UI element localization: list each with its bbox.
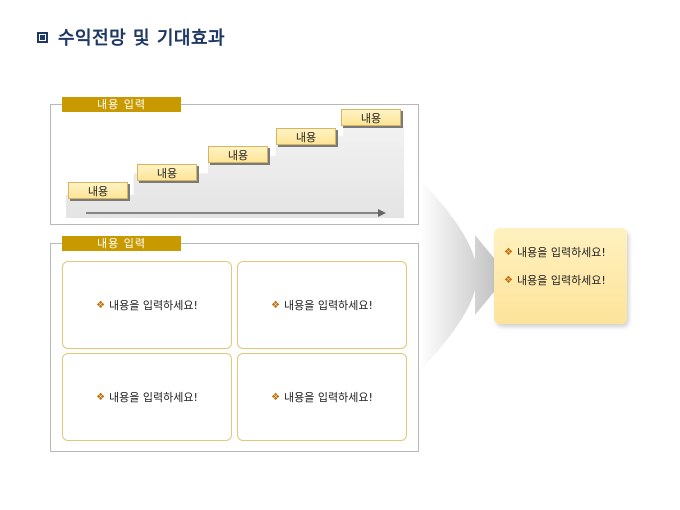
diamond-bullet-icon: ❖	[504, 274, 513, 286]
card-text: 내용을 입력하세요!	[109, 391, 198, 404]
step-5: 내용	[341, 109, 401, 126]
content-card-4: ❖내용을 입력하세요!	[237, 353, 407, 441]
bottom-panel-label: 내용 입력	[62, 236, 181, 251]
diamond-bullet-icon: ❖	[96, 299, 106, 311]
card-text: 내용을 입력하세요!	[284, 391, 373, 404]
result-item-1: ❖내용을 입력하세요!	[504, 246, 606, 259]
page-title: 수익전망 및 기대효과	[58, 28, 226, 49]
result-item-2: ❖내용을 입력하세요!	[504, 274, 606, 287]
diamond-bullet-icon: ❖	[96, 391, 106, 403]
progress-arrow-icon	[86, 209, 386, 217]
content-card-1: ❖내용을 입력하세요!	[62, 261, 232, 349]
diamond-bullet-icon: ❖	[271, 391, 281, 403]
diamond-bullet-icon: ❖	[504, 246, 513, 258]
content-card-3: ❖내용을 입력하세요!	[62, 353, 232, 441]
step-3: 내용	[208, 146, 268, 163]
large-right-arrow-icon	[420, 180, 508, 370]
diamond-bullet-icon: ❖	[271, 299, 281, 311]
card-text: 내용을 입력하세요!	[109, 299, 198, 312]
result-box: ❖내용을 입력하세요! ❖내용을 입력하세요!	[494, 228, 627, 324]
card-text: 내용을 입력하세요!	[284, 299, 373, 312]
content-card-2: ❖내용을 입력하세요!	[237, 261, 407, 349]
step-2: 내용	[137, 164, 197, 181]
step-1: 내용	[68, 182, 128, 199]
title-row: 수익전망 및 기대효과	[37, 24, 225, 50]
step-4: 내용	[276, 128, 336, 145]
square-bullet-icon	[37, 31, 48, 43]
top-panel-label: 내용 입력	[62, 97, 181, 112]
